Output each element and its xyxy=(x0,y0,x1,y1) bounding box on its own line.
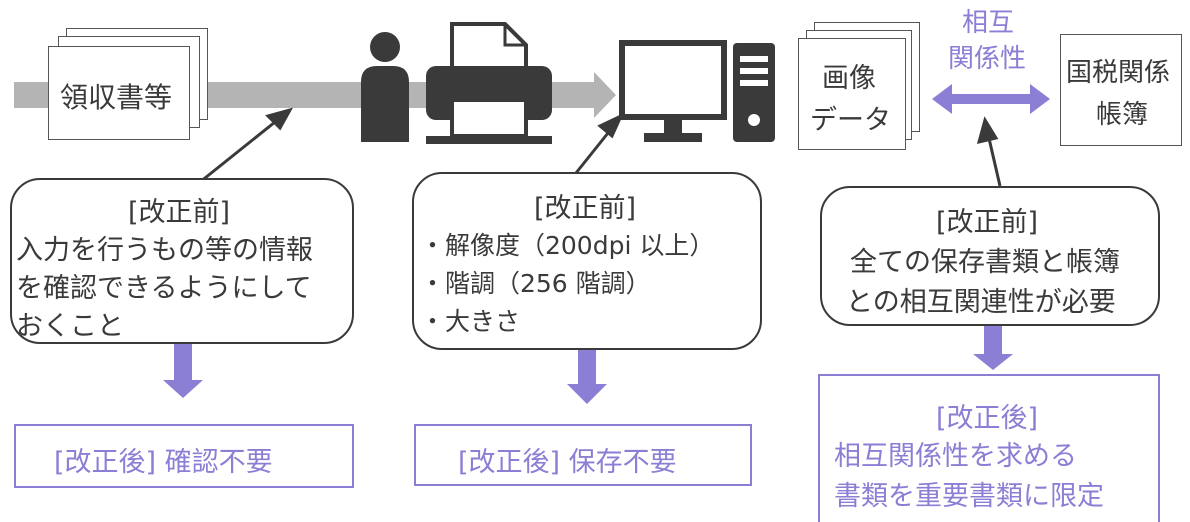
mutual-label-line2: 関係性 xyxy=(948,44,1027,74)
mutual-label-line1: 相互 xyxy=(962,8,1015,38)
down-arrow-input xyxy=(163,340,203,398)
before-scan-heading: [改正前] xyxy=(534,193,637,224)
before-scan-box xyxy=(412,172,762,350)
pointer-arrow-scan xyxy=(570,127,614,179)
before-link-line1: 全ての保存書類と帳簿 xyxy=(850,247,1120,278)
before-input-line2: を確認できるようにして xyxy=(16,273,312,304)
before-link-box xyxy=(820,186,1160,326)
before-input-heading: [改正前] xyxy=(128,197,231,228)
after-link-heading: [改正後] xyxy=(936,403,1039,434)
receipts-doc xyxy=(48,46,190,140)
before-input-line1: 入力を行うもの等の情報 xyxy=(16,235,313,266)
before-input-box xyxy=(10,178,354,344)
ledger-label-line1: 国税関係 xyxy=(1066,58,1171,88)
receipts-label: 領収書等 xyxy=(60,81,173,114)
scanner-icon xyxy=(426,22,552,144)
after-link-line1: 相互関係性を求める xyxy=(834,441,1077,472)
after-input-text: [改正後] 確認不要 xyxy=(54,447,273,478)
before-input-line3: おくこと xyxy=(16,311,124,342)
before-scan-line2: ・階調（256 階調） xyxy=(420,269,651,298)
image-data-label-line2: データ xyxy=(810,105,891,136)
pointer-arrow-input xyxy=(199,116,281,184)
computer-icon xyxy=(619,40,775,142)
before-link-heading: [改正前] xyxy=(936,207,1039,238)
after-link-line2: 書類を重要書類に限定 xyxy=(834,481,1104,512)
mutual-double-arrow xyxy=(932,84,1050,114)
person-icon xyxy=(361,32,409,142)
image-data-label-line1: 画像 xyxy=(822,63,876,94)
after-input-box xyxy=(14,424,354,488)
after-link-box xyxy=(818,374,1160,522)
image-data-doc xyxy=(798,38,906,150)
ledger-label-line2: 帳簿 xyxy=(1096,100,1149,130)
down-arrow-link xyxy=(973,324,1013,370)
flow-pipe-arrowhead xyxy=(594,72,616,118)
ledger-doc xyxy=(1060,34,1182,146)
before-link-line2: との相互関連性が必要 xyxy=(846,287,1116,318)
down-arrow-scan xyxy=(567,346,607,404)
pointer-arrow-link xyxy=(986,133,1002,187)
before-scan-line3: ・大きさ xyxy=(420,307,521,336)
after-scan-box xyxy=(414,424,752,486)
after-scan-text: [改正後] 保存不要 xyxy=(458,447,677,478)
before-scan-line1: ・解像度（200dpi 以上） xyxy=(420,231,715,260)
